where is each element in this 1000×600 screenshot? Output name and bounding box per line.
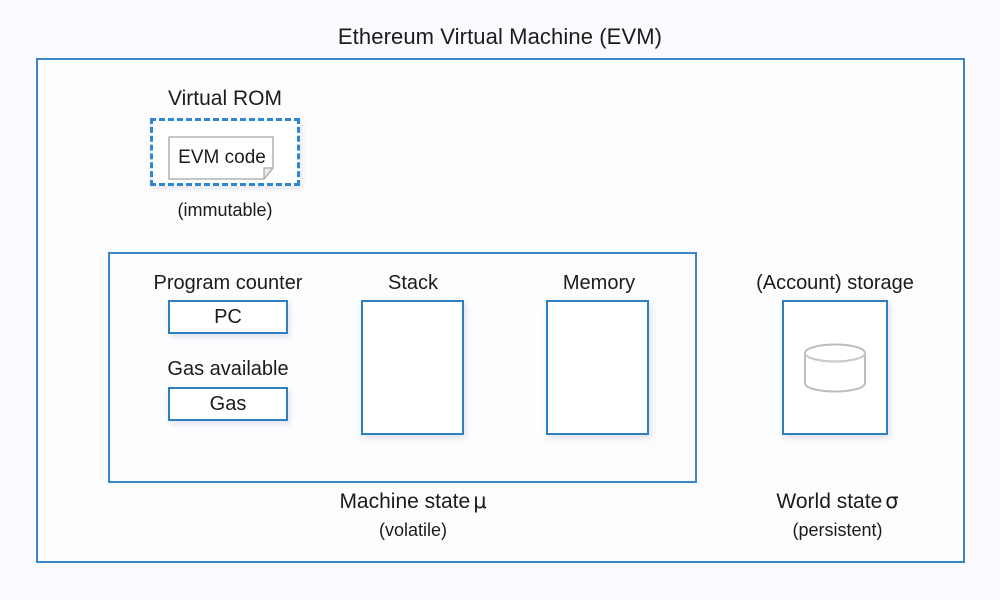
account-storage-box bbox=[782, 300, 888, 435]
world-state-subcaption: (persistent) bbox=[792, 520, 883, 540]
machine-state-subcaption: (volatile) bbox=[378, 520, 448, 540]
account-storage-label: (Account) storage bbox=[756, 272, 914, 294]
stack-label: Stack bbox=[387, 272, 439, 294]
memory-box bbox=[546, 300, 649, 435]
gas-available-value: Gas bbox=[168, 387, 288, 421]
program-counter-value: PC bbox=[168, 300, 288, 334]
world-state-symbol: σ bbox=[885, 489, 899, 513]
virtual-rom-label: Virtual ROM bbox=[168, 87, 282, 110]
world-state-caption-text: World state bbox=[776, 490, 883, 513]
machine-state-caption-text: Machine state bbox=[339, 490, 471, 513]
program-counter-label: Program counter bbox=[153, 272, 303, 294]
gas-available-label: Gas available bbox=[167, 358, 289, 380]
memory-label: Memory bbox=[562, 272, 636, 294]
stack-box bbox=[361, 300, 464, 435]
document-icon bbox=[168, 136, 282, 180]
machine-state-symbol: μ bbox=[473, 489, 487, 513]
page-title: Ethereum Virtual Machine (EVM) bbox=[337, 24, 663, 49]
virtual-rom-note: (immutable) bbox=[177, 200, 273, 220]
